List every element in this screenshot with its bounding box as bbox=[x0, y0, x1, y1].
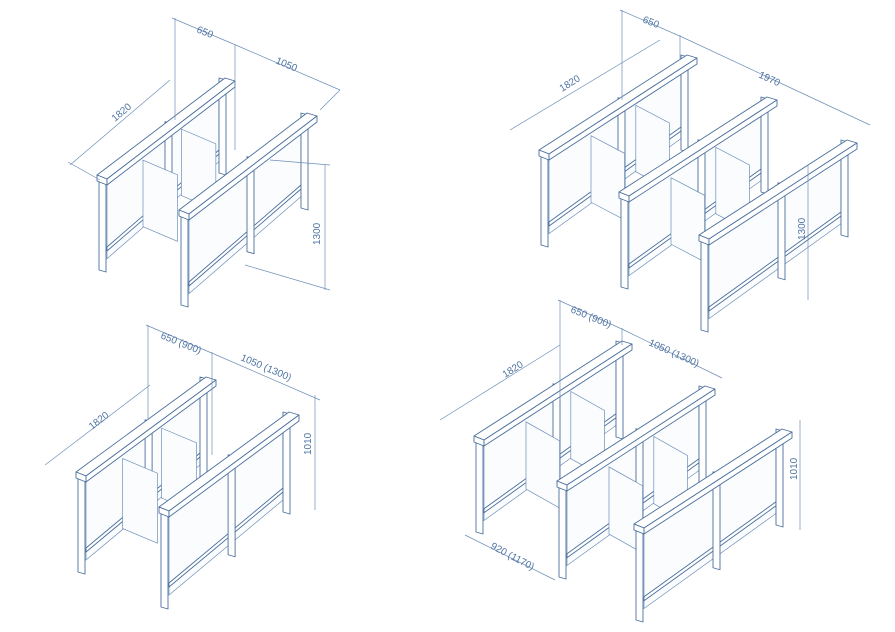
rail-side bbox=[168, 414, 300, 518]
gate-flap bbox=[608, 466, 643, 554]
dim-depth: 1970 bbox=[757, 70, 782, 90]
front-post bbox=[620, 191, 629, 290]
front-post bbox=[180, 209, 189, 308]
front-post bbox=[160, 506, 169, 610]
front-post bbox=[77, 471, 86, 575]
front-post bbox=[635, 523, 644, 623]
dim-height: 1010 bbox=[303, 432, 314, 455]
dim-passage-width: 650 bbox=[641, 15, 661, 32]
rail-side bbox=[566, 388, 716, 492]
gate-flap bbox=[670, 177, 705, 263]
dim-depth: 1050 bbox=[274, 56, 299, 75]
gate-flap bbox=[525, 421, 560, 509]
rail-side bbox=[85, 379, 217, 483]
front-post bbox=[540, 149, 549, 248]
dim-passage-width: 650 (900) bbox=[569, 305, 613, 331]
rail-side bbox=[483, 343, 633, 447]
dim-height: 1010 bbox=[789, 457, 800, 480]
rail-side bbox=[643, 431, 793, 535]
gate-flap bbox=[590, 135, 625, 221]
dim-depth: 1050 (1300) bbox=[647, 338, 701, 370]
dim-length: 1820 bbox=[501, 359, 526, 380]
front-post bbox=[475, 435, 484, 535]
front-post bbox=[98, 174, 107, 273]
dim-height: 1300 bbox=[797, 217, 808, 240]
dim-length: 1820 bbox=[87, 410, 112, 433]
front-post bbox=[558, 480, 567, 580]
gate-flap bbox=[122, 457, 158, 544]
dim-height: 1300 bbox=[312, 222, 323, 245]
dim-passage-width: 650 bbox=[195, 25, 215, 42]
rail-side bbox=[548, 57, 698, 161]
rail-side bbox=[628, 99, 778, 203]
gate-flap bbox=[142, 159, 178, 242]
rail-side bbox=[188, 115, 318, 221]
dim-length: 1820 bbox=[558, 73, 583, 94]
dim-passage-width: 650 (900) bbox=[159, 331, 203, 357]
front-post bbox=[700, 234, 709, 333]
dim-cabinet-spacing: 920 (1170) bbox=[489, 541, 536, 573]
